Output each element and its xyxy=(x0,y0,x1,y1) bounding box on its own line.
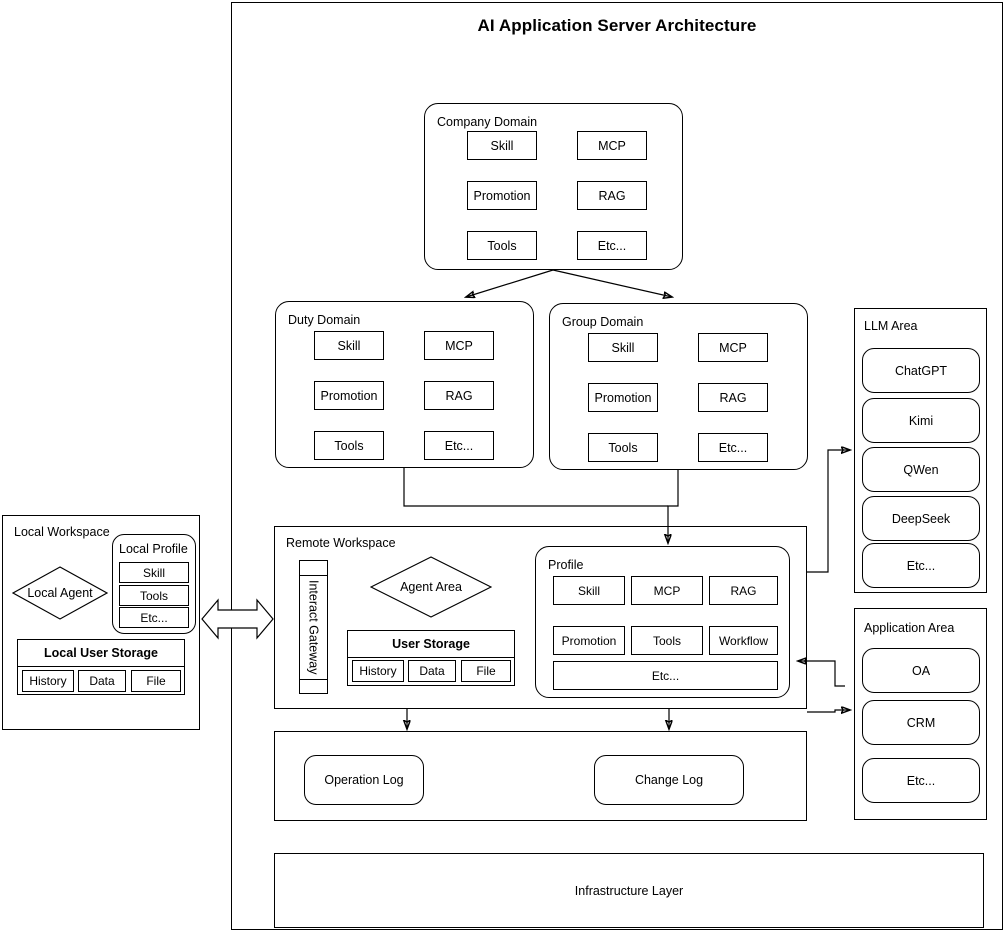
group-domain-cell-promotion[interactable]: Promotion xyxy=(588,383,658,412)
user-storage-title: User Storage xyxy=(392,636,470,651)
local-user-storage-divider xyxy=(17,666,185,667)
operation-log-box[interactable]: Operation Log xyxy=(304,755,424,805)
profile-cell-workflow[interactable]: Workflow xyxy=(709,626,778,655)
group-domain-cell-mcp[interactable]: MCP xyxy=(698,333,768,362)
profile-cell-mcp[interactable]: MCP xyxy=(631,576,703,605)
company-domain-cell-rag[interactable]: RAG xyxy=(577,181,647,210)
application-item-etc[interactable]: Etc... xyxy=(862,758,980,803)
local-user-storage-item-history[interactable]: History xyxy=(22,670,74,692)
profile-cell-rag[interactable]: RAG xyxy=(709,576,778,605)
group-domain-cell-skill[interactable]: Skill xyxy=(588,333,658,362)
profile-cell-tools[interactable]: Tools xyxy=(631,626,703,655)
company-domain-cell-promotion[interactable]: Promotion xyxy=(467,181,537,210)
duty-domain-cell-etc[interactable]: Etc... xyxy=(424,431,494,460)
duty-domain-cell-mcp[interactable]: MCP xyxy=(424,331,494,360)
local-profile-label: Local Profile xyxy=(119,542,188,556)
profile-cell-promotion[interactable]: Promotion xyxy=(553,626,625,655)
profile-label: Profile xyxy=(548,558,584,572)
infrastructure-layer: Infrastructure Layer xyxy=(274,853,984,928)
llm-item-chatgpt[interactable]: ChatGPT xyxy=(862,348,980,393)
agent-area-label: Agent Area xyxy=(400,580,462,594)
local-user-storage-item-data[interactable]: Data xyxy=(78,670,126,692)
company-domain-label: Company Domain xyxy=(437,115,538,129)
group-domain-cell-tools[interactable]: Tools xyxy=(588,433,658,462)
agent-area-diamond[interactable]: Agent Area xyxy=(370,556,492,618)
local-agent-diamond[interactable]: Local Agent xyxy=(12,566,108,620)
company-domain-cell-tools[interactable]: Tools xyxy=(467,231,537,260)
group-domain-cell-rag[interactable]: RAG xyxy=(698,383,768,412)
profile-cell-etc[interactable]: Etc... xyxy=(553,661,778,690)
local-profile-item-skill[interactable]: Skill xyxy=(119,562,189,583)
company-domain-cell-skill[interactable]: Skill xyxy=(467,131,537,160)
local-user-storage-title: Local User Storage xyxy=(44,645,158,660)
local-workspace-label: Local Workspace xyxy=(14,525,110,539)
change-log-box[interactable]: Change Log xyxy=(594,755,744,805)
user-storage-item-data[interactable]: Data xyxy=(408,660,456,682)
llm-item-kimi[interactable]: Kimi xyxy=(862,398,980,443)
application-item-crm[interactable]: CRM xyxy=(862,700,980,745)
interact-gateway-divider-top xyxy=(299,575,328,576)
duty-domain-cell-promotion[interactable]: Promotion xyxy=(314,381,384,410)
application-item-oa[interactable]: OA xyxy=(862,648,980,693)
duty-domain-label: Duty Domain xyxy=(288,313,361,327)
duty-domain-cell-tools[interactable]: Tools xyxy=(314,431,384,460)
group-domain-label: Group Domain xyxy=(562,315,644,329)
user-storage-item-history[interactable]: History xyxy=(352,660,404,682)
llm-item-etc[interactable]: Etc... xyxy=(862,543,980,588)
group-domain-cell-etc[interactable]: Etc... xyxy=(698,433,768,462)
user-storage-item-file[interactable]: File xyxy=(461,660,511,682)
local-profile-item-tools[interactable]: Tools xyxy=(119,585,189,606)
local-agent-label: Local Agent xyxy=(27,586,93,600)
interact-gateway-label-wrap: Interact Gateway xyxy=(300,561,327,693)
interact-gateway-label: Interact Gateway xyxy=(306,579,321,675)
company-domain-cell-mcp[interactable]: MCP xyxy=(577,131,647,160)
company-domain-cell-etc[interactable]: Etc... xyxy=(577,231,647,260)
local-remote-sync-arrow xyxy=(200,598,275,640)
local-profile-item-etc[interactable]: Etc... xyxy=(119,607,189,628)
duty-domain-cell-skill[interactable]: Skill xyxy=(314,331,384,360)
llm-item-qwen[interactable]: QWen xyxy=(862,447,980,492)
duty-domain-cell-rag[interactable]: RAG xyxy=(424,381,494,410)
application-area-label: Application Area xyxy=(864,621,955,635)
user-storage-divider xyxy=(347,657,515,658)
llm-area-label: LLM Area xyxy=(864,319,918,333)
interact-gateway-divider-bottom xyxy=(299,679,328,680)
local-user-storage-item-file[interactable]: File xyxy=(131,670,181,692)
profile-cell-skill[interactable]: Skill xyxy=(553,576,625,605)
remote-workspace-label: Remote Workspace xyxy=(286,536,396,550)
interact-gateway[interactable]: Interact Gateway xyxy=(299,560,328,694)
llm-item-deepseek[interactable]: DeepSeek xyxy=(862,496,980,541)
page-title: AI Application Server Architecture xyxy=(477,16,757,35)
